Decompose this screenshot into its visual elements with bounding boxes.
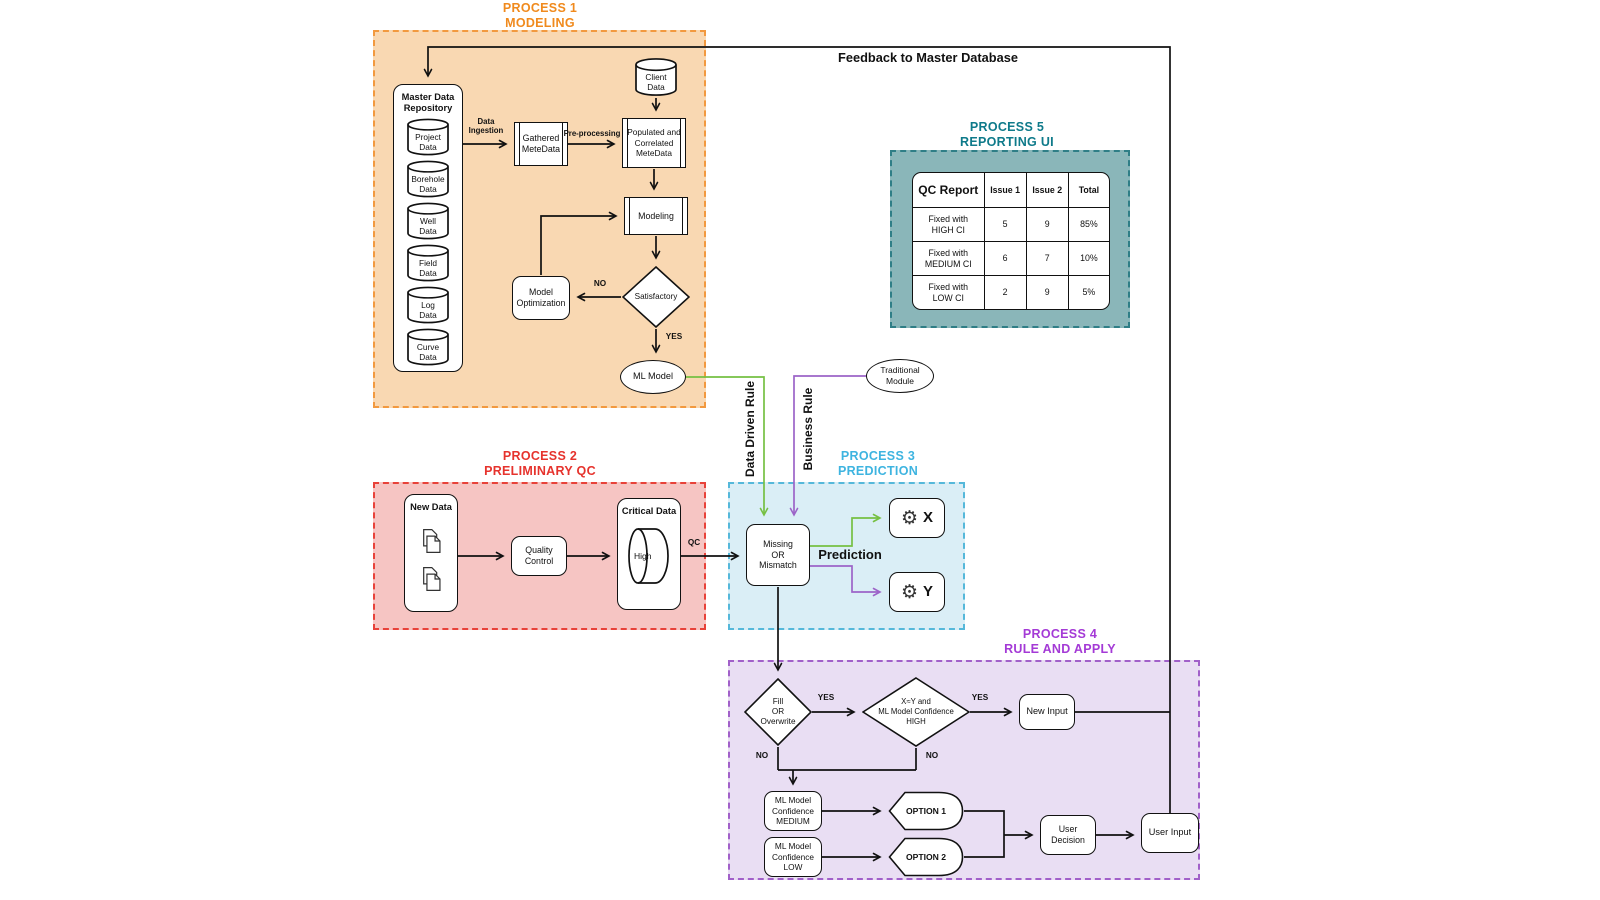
process1-title: PROCESS 1 MODELING: [502, 1, 578, 30]
quality-control-node: Quality Control: [511, 536, 567, 576]
client-data-cylinder: Client Data: [634, 57, 678, 97]
table-header: Issue 1: [983, 173, 1026, 207]
table-header: Total: [1067, 173, 1109, 207]
log-data-cylinder: Log Data: [406, 286, 450, 324]
populated-metadata-node: Populated and Correlated MeteData: [622, 118, 686, 168]
gear-icon: ⚙: [900, 507, 919, 529]
new-input-node: New Input: [1019, 694, 1075, 730]
user-decision-node: User Decision: [1040, 815, 1096, 855]
process4-title: PROCESS 4 RULE AND APPLY: [1004, 627, 1116, 656]
table-cell: 9: [1025, 207, 1068, 241]
fill-overwrite-decision: Fill OR Overwrite: [744, 678, 812, 746]
table-cell: 6: [983, 241, 1026, 275]
business-rule-label: Business Rule: [801, 387, 815, 471]
project-data-cylinder: Project Data: [406, 118, 450, 156]
table-cell: 7: [1025, 241, 1068, 275]
gear-y-label: Y: [923, 582, 934, 600]
qc-report-table: QC Report Issue 1 Issue 2 Total Fixed wi…: [912, 172, 1110, 310]
model-optimization-node: Model Optimization: [512, 276, 570, 320]
user-input-node: User Input: [1141, 813, 1199, 853]
gear-x-node: ⚙ X: [889, 498, 945, 538]
table-header: Issue 2: [1025, 173, 1068, 207]
yes-label-fill: YES: [817, 693, 835, 702]
table-header: QC Report: [918, 182, 979, 197]
conf-medium-node: ML Model Confidence MEDIUM: [764, 791, 822, 831]
table-cell: 10%: [1067, 241, 1109, 275]
preprocessing-label: Pre-processing: [563, 129, 621, 138]
yes-label-condition: YES: [971, 693, 989, 702]
display-shape: [888, 837, 964, 877]
prediction-label: Prediction: [818, 547, 882, 562]
yes-label-satisfactory: YES: [665, 332, 683, 341]
table-cell: 5: [983, 207, 1026, 241]
confidence-condition-decision: X≈Y and ML Model Confidence HIGH: [862, 677, 970, 747]
no-label-fill: NO: [755, 751, 769, 760]
modeling-node: Modeling: [624, 197, 688, 235]
high-cylinder: High: [627, 526, 671, 586]
table-cell: 5%: [1067, 275, 1109, 309]
table-cell: 9: [1025, 275, 1068, 309]
table-cell: 2: [983, 275, 1026, 309]
conf-low-node: ML Model Confidence LOW: [764, 837, 822, 877]
table-cell: 85%: [1067, 207, 1109, 241]
no-label-satisfactory: NO: [593, 279, 607, 288]
field-data-cylinder: Field Data: [406, 244, 450, 282]
well-data-cylinder: Well Data: [406, 202, 450, 240]
table-row-label: Fixed with MEDIUM CI: [913, 241, 984, 275]
feedback-label: Feedback to Master Database: [838, 50, 1018, 65]
documents-icon: [423, 529, 441, 553]
no-label-condition: NO: [925, 751, 939, 760]
table-row-label: Fixed with HIGH CI: [913, 207, 984, 241]
qc-label: QC: [687, 538, 701, 547]
curve-data-cylinder: Curve Data: [406, 328, 450, 366]
data-driven-rule-label: Data Driven Rule: [743, 380, 757, 478]
borehole-data-cylinder: Borehole Data: [406, 160, 450, 198]
gear-x-label: X: [923, 508, 934, 526]
table-row-label: Fixed with LOW CI: [913, 275, 984, 309]
gear-y-node: ⚙ Y: [889, 572, 945, 612]
satisfactory-decision: Satisfactory: [622, 266, 690, 328]
master-data-repository-title: Master Data Repository: [401, 92, 455, 114]
option2-node: OPTION 2: [888, 837, 964, 877]
gear-icon: ⚙: [900, 581, 919, 603]
traditional-module-node: Traditional Module: [866, 359, 934, 393]
documents-icon: [423, 567, 441, 591]
process5-title: PROCESS 5 REPORTING UI: [960, 120, 1054, 149]
data-ingestion-label: Data Ingestion: [468, 117, 504, 136]
ml-model-node: ML Model: [620, 360, 686, 394]
option1-node: OPTION 1: [888, 791, 964, 831]
process2-title: PROCESS 2 PRELIMINARY QC: [484, 449, 596, 478]
